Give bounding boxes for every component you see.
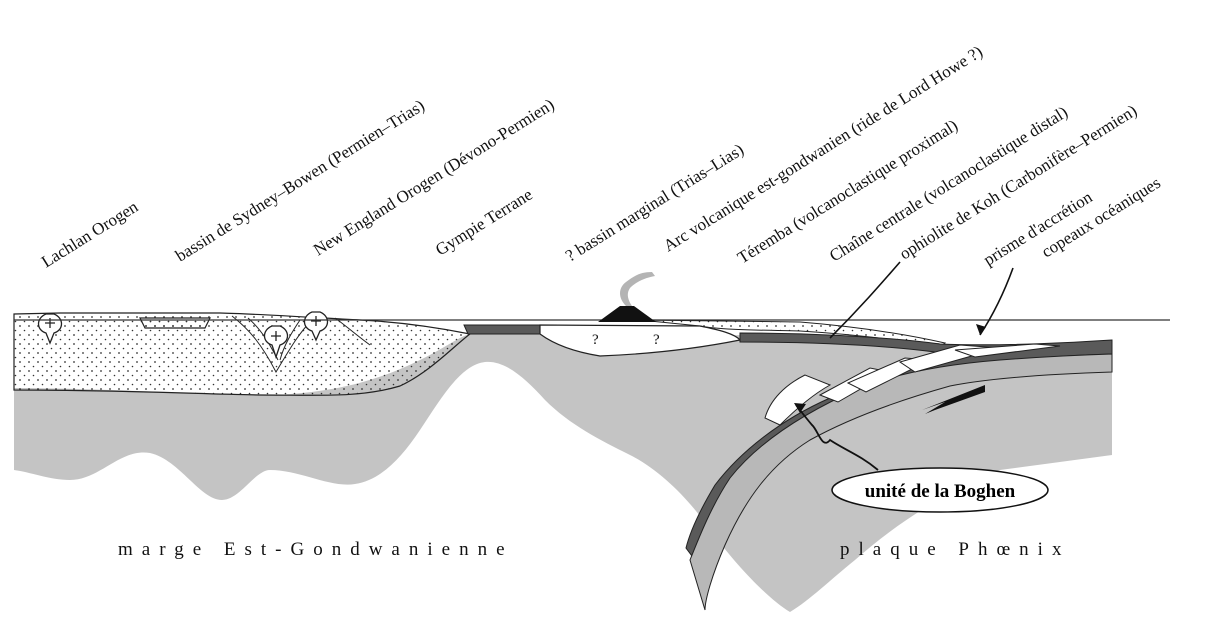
copeaux-leader [980, 268, 1013, 335]
question-mark-2: ? [653, 332, 660, 348]
volcanic-plume [620, 272, 655, 306]
boghen-callout-label: unité de la Boghen [865, 481, 1016, 502]
volcano [598, 306, 656, 322]
copeaux-arrowhead [976, 324, 986, 335]
label-gympie: Gympie Terrane [432, 185, 536, 260]
label-new-england: New England Orogen (Dévono-Permien) [310, 95, 557, 259]
ophiolite-leader [830, 262, 900, 338]
label-plaque-phoenix: plaque Phœnix [840, 539, 1070, 560]
gympie-terrane-block [464, 325, 542, 334]
question-mark-1: ? [592, 332, 599, 348]
label-lachlan: Lachlan Orogen [38, 197, 142, 272]
label-marge-est-gondwanienne: marge Est-Gondwanienne [118, 539, 514, 560]
continental-crust [14, 313, 470, 395]
label-sydney-bowen: bassin de Sydney–Bowen (Permien–Trias) [172, 96, 428, 266]
